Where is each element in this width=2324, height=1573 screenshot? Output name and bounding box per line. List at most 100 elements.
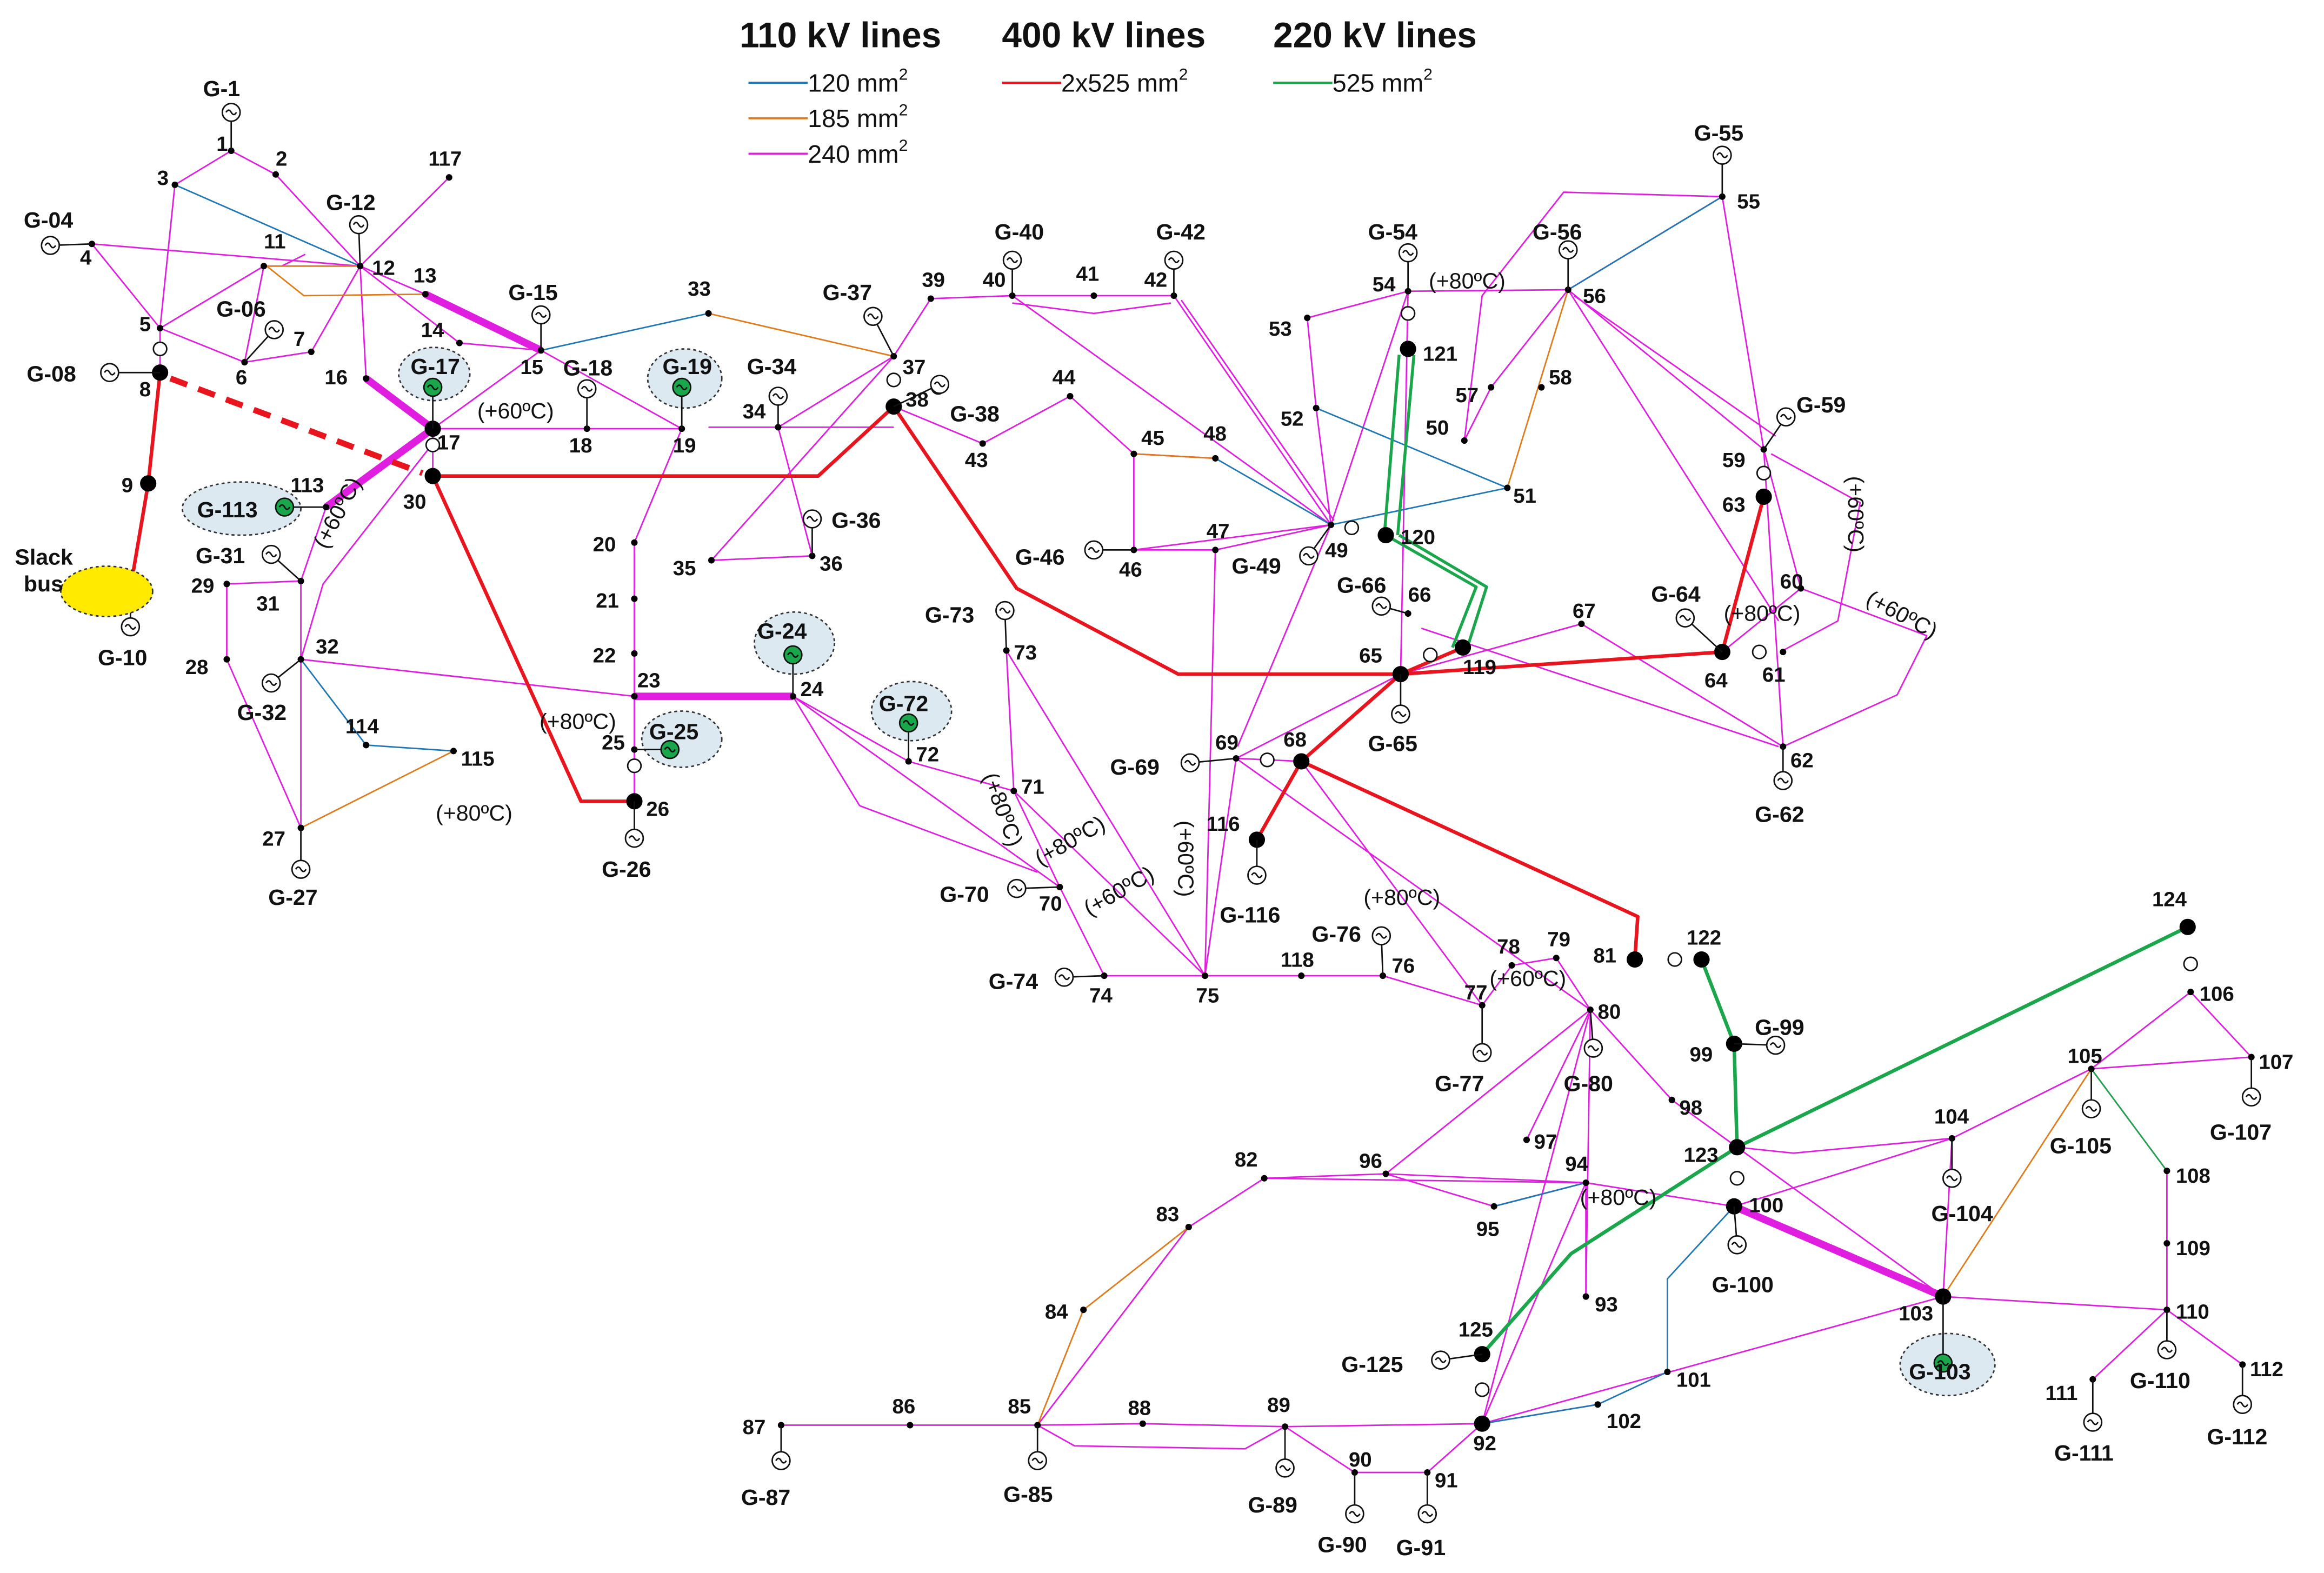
generator-label-G-08: G-08	[26, 362, 76, 386]
line-segment-165	[1667, 1205, 1735, 1372]
bus-label-63: 63	[1722, 493, 1746, 516]
line-segment-73	[1567, 289, 1764, 450]
slack-bus-highlight	[60, 565, 154, 617]
bus-101	[1664, 1369, 1671, 1376]
sine-icon-G-34	[772, 393, 784, 399]
line-segment-101	[1264, 1173, 1386, 1179]
bus-label-33: 33	[688, 277, 711, 301]
bus-label-71: 71	[1021, 776, 1044, 799]
line-segment-136	[1770, 453, 1861, 651]
generator-label-G-100: G-100	[1712, 1272, 1774, 1297]
line-segment-54	[710, 356, 895, 561]
bus-53	[1304, 315, 1311, 322]
generator-highlight-G-24	[754, 611, 835, 675]
generator-label-G-125: G-125	[1341, 1352, 1403, 1377]
bus-label-82: 82	[1235, 1148, 1258, 1171]
bus-label-69: 69	[1215, 731, 1238, 755]
line-segment-80	[1581, 623, 1783, 748]
line-segment-40	[793, 695, 909, 762]
sine-icon-G-36	[806, 516, 818, 522]
generator-label-G-37: G-37	[823, 280, 872, 305]
bus-label-32: 32	[316, 635, 339, 658]
sine-icon-G-110	[2161, 1347, 2173, 1353]
bus-109	[2163, 1240, 2170, 1247]
line-segment-6	[159, 265, 264, 329]
bus-label-121: 121	[1423, 342, 1457, 365]
bus-label-56: 56	[1583, 285, 1606, 308]
generator-label-G-103: G-103	[1909, 1359, 1970, 1384]
sine-icon-G-04	[44, 242, 56, 249]
slack-label-line2: bus	[24, 571, 63, 596]
transformer-icon-5	[1344, 520, 1360, 536]
bus-71	[1010, 788, 1017, 795]
bus-label-9: 9	[122, 474, 133, 497]
legend-entry-240mm: 240 mm2	[808, 137, 908, 168]
line-segment-173	[1036, 1309, 1084, 1426]
line-segment-100	[1671, 1099, 1944, 1297]
bus-label-6: 6	[236, 366, 247, 389]
line-segment-175	[266, 265, 425, 297]
bus-label-64: 64	[1704, 669, 1728, 692]
bus-label-90: 90	[1349, 1448, 1372, 1471]
line-segment-194	[1736, 925, 2189, 1149]
sine-icon-G-77	[1476, 1049, 1488, 1056]
line-segment-32	[301, 658, 635, 697]
generator-label-G-72: G-72	[879, 691, 928, 716]
line-segment-114	[1481, 1182, 1587, 1424]
bus-82	[1261, 1175, 1268, 1182]
line-segment-34	[634, 428, 683, 543]
line-segment-12	[359, 266, 367, 379]
generator-highlight-G-72	[870, 681, 953, 742]
sine-icon-G-18	[581, 385, 593, 392]
bus-label-78: 78	[1497, 935, 1520, 958]
line-segment-145	[300, 443, 434, 660]
transformer-icon-2	[886, 372, 901, 388]
temperature-annotation-9: (+80ºC)	[540, 709, 616, 734]
line-segment-96	[1526, 1009, 1591, 1141]
line-segment-174	[1942, 1068, 2092, 1297]
bus-label-88: 88	[1128, 1396, 1151, 1419]
bus-68	[1293, 753, 1310, 770]
sine-icon-G-64	[1679, 615, 1692, 621]
generator-label-G-10: G-10	[98, 645, 147, 670]
line-segment-1	[174, 150, 232, 186]
generator-label-G-116: G-116	[1220, 903, 1280, 928]
sine-icon-G-116	[1251, 872, 1263, 878]
transformer-icon-8	[1729, 1171, 1744, 1186]
generator-label-G-25: G-25	[649, 719, 698, 744]
sine-icon-G-80	[1587, 1045, 1600, 1051]
line-segment-83	[1235, 673, 1401, 759]
bus-label-118: 118	[1281, 949, 1314, 972]
bus-label-24: 24	[801, 678, 824, 701]
line-segment-191	[1398, 534, 1488, 648]
transformer-icon-6	[2183, 956, 2198, 971]
generator-label-G-70: G-70	[940, 882, 989, 907]
bus-label-110: 110	[2176, 1301, 2209, 1324]
bus-44	[1067, 392, 1074, 399]
temperature-annotation-10: (+80ºC)	[436, 801, 512, 825]
bus-label-43: 43	[965, 449, 988, 472]
line-segment-150	[364, 375, 435, 432]
bus-122	[1693, 951, 1710, 968]
bus-51	[1504, 484, 1511, 491]
line-segment-160	[1316, 407, 1508, 489]
bus-21	[631, 595, 638, 602]
bus-106	[2187, 989, 2194, 996]
bus-label-113: 113	[290, 474, 324, 497]
line-segment-47	[1382, 975, 1483, 1007]
bus-97	[1523, 1136, 1530, 1143]
line-segment-88	[1005, 650, 1015, 791]
line-segment-169	[300, 750, 454, 829]
bus-label-115: 115	[461, 748, 495, 771]
line-segment-134	[859, 805, 1038, 873]
line-segment-55	[711, 555, 813, 561]
sine-icon-G-125	[1435, 1357, 1447, 1363]
legend-entry-185mm: 185 mm2	[808, 101, 908, 132]
generator-label-G-19: G-19	[663, 354, 712, 379]
line-segment-85	[1235, 757, 1591, 1011]
line-segment-170	[1134, 453, 1216, 459]
temperature-annotation-8: (+80ºC)	[1724, 601, 1801, 626]
generator-label-G-104: G-104	[1931, 1201, 1993, 1226]
bus-58	[1538, 384, 1545, 391]
bus-75	[1201, 972, 1209, 979]
